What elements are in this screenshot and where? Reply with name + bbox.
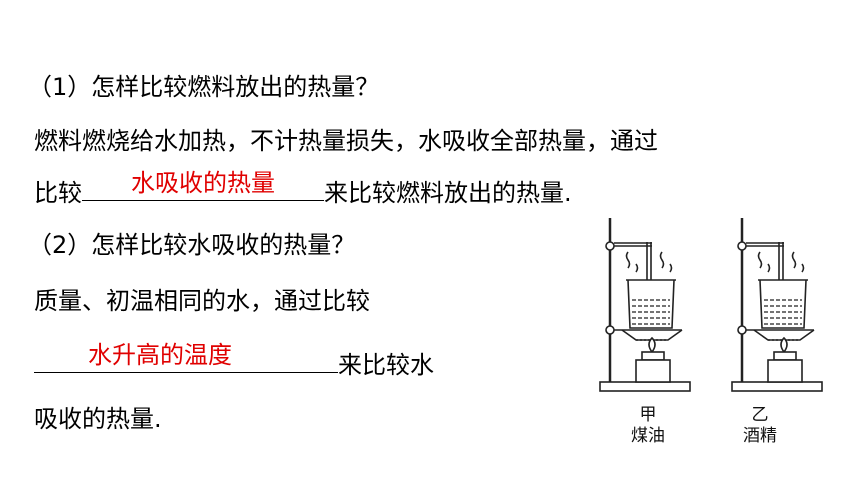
- q2-body-line2: 水升高的温度 来比较水: [34, 341, 434, 380]
- figure-right-label-bottom: 酒精: [743, 426, 777, 446]
- q1-body-line2: 比较 水吸收的热量 来比较燃料放出的热量.: [34, 169, 572, 208]
- q1-title: （1）怎样比较燃料放出的热量？: [28, 73, 380, 101]
- q1-answer: 水吸收的热量: [131, 169, 275, 197]
- q1-body-suffix: 来比较燃料放出的热量.: [324, 179, 572, 207]
- figure-left-label-bottom: 煤油: [631, 426, 665, 446]
- q1-answer-blank: 水吸收的热量: [82, 169, 324, 201]
- q2-answer: 水升高的温度: [88, 341, 232, 369]
- apparatus-left: [599, 218, 691, 392]
- q2-body-line3: 吸收的热量.: [34, 405, 162, 433]
- apparatus-right: [730, 216, 824, 393]
- q2-title: （2）怎样比较水吸收的热量？: [28, 231, 356, 259]
- q1-body-line1: 燃料燃烧给水加热，不计热量损失，水吸收全部热量，通过: [34, 127, 658, 155]
- q2-body-line1: 质量、初温相同的水，通过比较: [34, 287, 370, 315]
- apparatus-figure: [599, 216, 824, 393]
- q2-body-suffix: 来比较水: [338, 351, 434, 379]
- figure-right-label-top: 乙: [751, 405, 769, 425]
- q2-answer-blank: 水升高的温度: [34, 341, 338, 373]
- figure-left-label-top: 甲: [639, 405, 657, 425]
- q1-body-prefix: 比较: [34, 179, 82, 207]
